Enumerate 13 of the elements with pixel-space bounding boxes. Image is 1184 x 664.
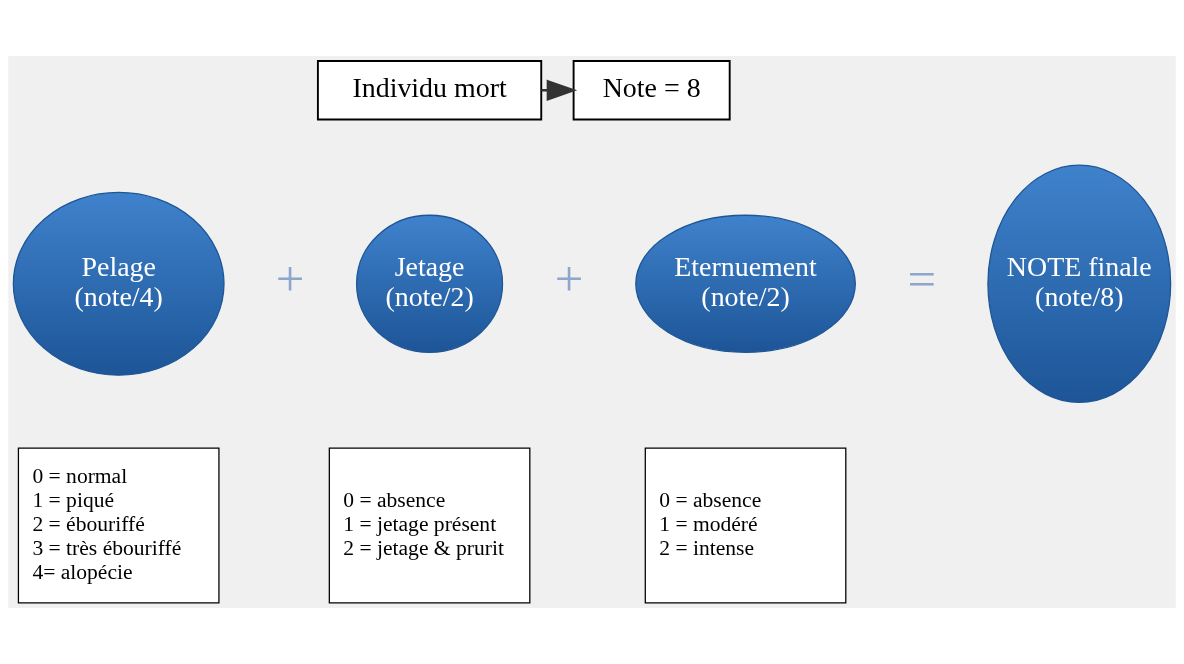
node-ellipse: Pelage (note/4) (12, 191, 225, 376)
node-ellipse: Eternuement (note/2) (635, 214, 856, 353)
node-ellipse: NOTE finale (note/8) (987, 164, 1172, 404)
node-circle: Jetage (note/2) (355, 214, 504, 353)
node-box: Note = 8 (572, 60, 731, 121)
node-box: 0 = absence 1 = jetage présent 2 = jetage & prurit (328, 447, 531, 604)
label: = (907, 251, 937, 308)
label: + (275, 251, 305, 308)
node-box: 0 = normal 1 = piqué 2 = ébouriffé 3 = très ébouriffé 4= alopécie (17, 447, 220, 604)
label: + (554, 251, 584, 308)
arrow (541, 79, 578, 101)
node-box: Individu mort (316, 60, 543, 121)
node-box: 0 = absence 1 = modéré 2 = intense (644, 447, 847, 604)
